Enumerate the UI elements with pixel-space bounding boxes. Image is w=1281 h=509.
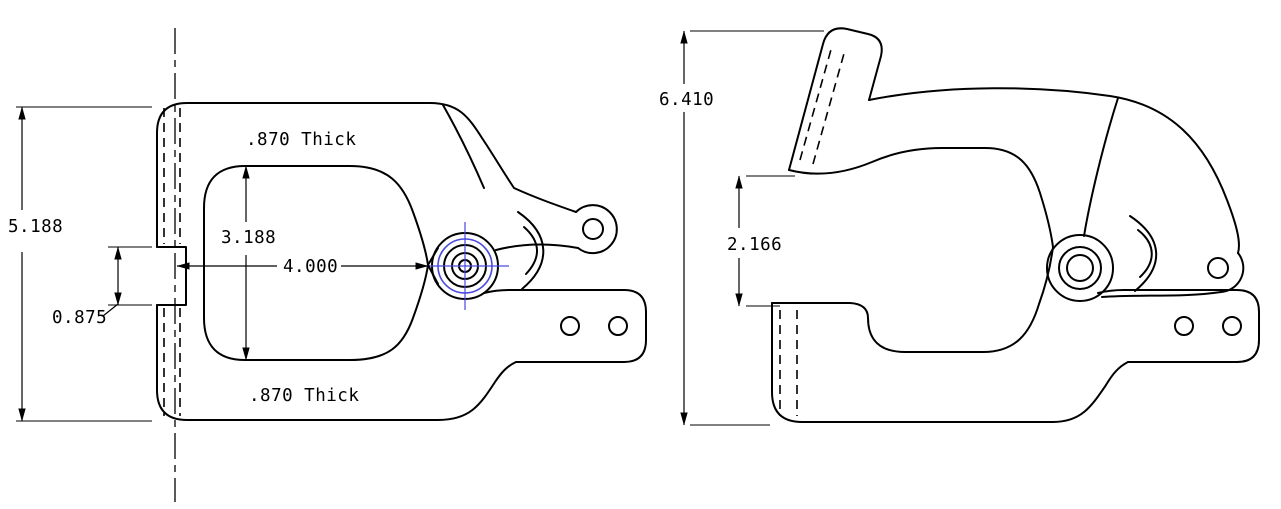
side-view-open: 6.410 2.166 (659, 27, 1260, 426)
front-body-top-edge (156, 102, 577, 213)
front-throat-cavity (203, 165, 429, 361)
front-left-slot (156, 246, 187, 306)
ext-lines (16, 106, 152, 422)
dimension-front-throat-height: 3.188 (221, 165, 276, 361)
open-lever-bottom-edge (1101, 291, 1222, 298)
dim-text-open-overall-height: 6.410 (659, 90, 714, 110)
open-lever-end-cap (1220, 252, 1245, 293)
dim-text-open-jaw-opening: 2.166 (727, 235, 782, 255)
dim-leader (102, 303, 119, 317)
dimension-open-jaw-opening: 2.166 (727, 175, 795, 307)
front-lever-hole (582, 218, 604, 240)
dim-text-front-throat-height: 3.188 (221, 228, 276, 248)
dim-text-front-overall-height: 5.188 (8, 217, 63, 237)
ext-lines (746, 175, 795, 307)
note-thickness-top: .870 Thick (246, 130, 356, 150)
dimension-front-overall-height: 5.188 (8, 106, 152, 422)
open-tab-hole-right (1222, 316, 1242, 336)
open-handle-outline (788, 27, 883, 171)
open-cam-outer (1129, 215, 1158, 292)
open-throat-cavity (771, 147, 1054, 353)
dimension-front-throat-depth: 4.000 (176, 257, 429, 277)
front-mount-tab (483, 289, 647, 363)
open-lever-hole (1207, 257, 1229, 279)
dimension-front-slot-width: 0.875 (52, 246, 152, 328)
dimension-open-overall-height: 6.410 (659, 30, 824, 426)
ext-lines (108, 246, 152, 306)
open-cam-inner (1137, 229, 1153, 278)
front-cam-inner (523, 226, 538, 275)
front-tab-hole-right (608, 316, 628, 336)
front-jaw-tip-lines (427, 247, 439, 285)
front-lever-end-cap (575, 204, 618, 255)
front-tab-hole-left (560, 316, 580, 336)
selection-crosshair (421, 222, 509, 310)
front-view: 5.188 0.875 3.188 4.000 .870 Thick .870 … (8, 28, 647, 502)
dim-text-front-throat-depth: 4.000 (283, 257, 338, 277)
open-pivot-boss-outer (1046, 234, 1114, 302)
front-hidden-lines (163, 108, 181, 416)
open-body-bottom-edge (771, 302, 1129, 423)
selection-highlight[interactable] (421, 222, 509, 310)
open-hidden-lines (779, 310, 798, 416)
open-top-arm-sweep (868, 87, 1240, 254)
front-body-bottom-edge (156, 361, 517, 421)
front-arm-inner-diagonal (442, 104, 485, 189)
open-pivot-ring (1058, 246, 1102, 290)
open-frame-diagonal (1083, 97, 1119, 237)
front-cam-outer (517, 211, 545, 290)
open-mount-tab (1097, 289, 1260, 363)
ext-lines (690, 30, 824, 426)
dim-text-front-slot-width: 0.875 (52, 308, 107, 328)
open-pivot-bore (1066, 254, 1094, 282)
open-tab-hole-left (1174, 316, 1194, 336)
open-handle-hidden-lines (799, 45, 846, 165)
note-thickness-bottom: .870 Thick (249, 386, 359, 406)
